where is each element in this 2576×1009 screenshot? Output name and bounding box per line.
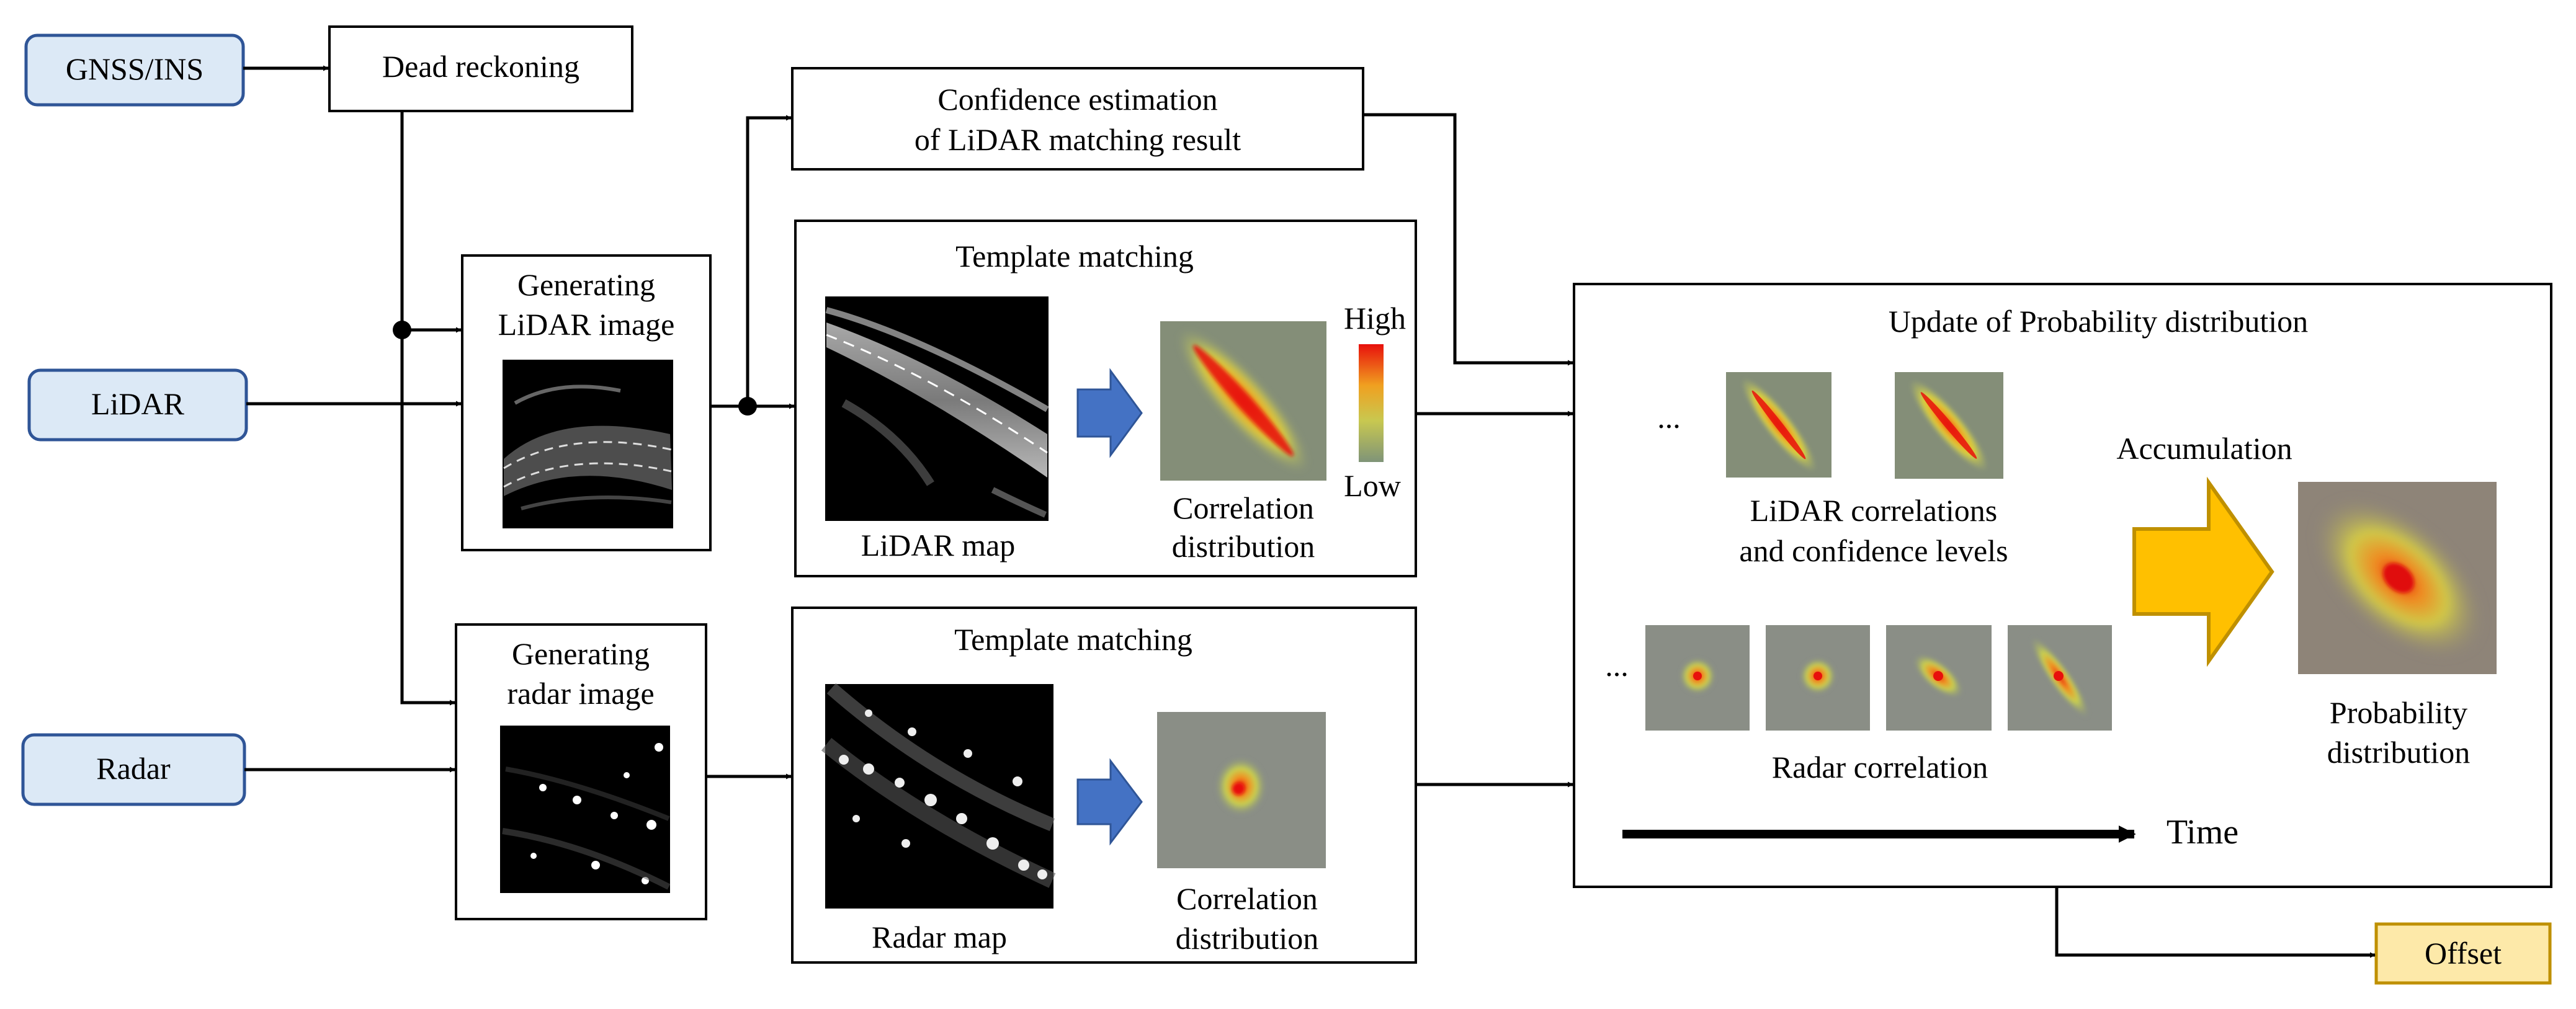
probability-update-box: Update of Probability distribution ... L… <box>1573 283 2552 888</box>
accumulation-arrow <box>2132 476 2274 667</box>
radar-ellipsis: ... <box>1605 648 1629 683</box>
lidar-input-box: LiDAR <box>27 368 248 442</box>
prob-dist-line1: Probability <box>2330 695 2467 730</box>
confidence-line2: of LiDAR matching result <box>915 122 1241 157</box>
radar-correlation-history-1 <box>1645 625 1750 731</box>
gen-lidar-line1: Generating <box>517 267 655 302</box>
lidar-branch-junction <box>738 397 757 416</box>
lidar-correlation-history-1 <box>1726 372 1831 478</box>
lidar-input-label: LiDAR <box>91 386 185 421</box>
gen-radar-line2: radar image <box>507 676 654 711</box>
lidar-history-line2: and confidence levels <box>1739 533 2008 568</box>
time-label: Time <box>2167 813 2238 851</box>
gen-radar-line1: Generating <box>512 636 650 671</box>
template-matching-lidar-box: Template matching LiDAR map Correlation … <box>794 220 1417 577</box>
radar-map-label: Radar map <box>872 920 1007 954</box>
lidar-corr-line1: Correlation <box>1173 491 1314 525</box>
confidence-estimation-box: Confidence estimation of LiDAR matching … <box>791 67 1364 171</box>
offset-box: Offset <box>2374 922 2552 985</box>
scale-low-label: Low <box>1344 468 1401 503</box>
generating-lidar-image-box: Generating LiDAR image <box>461 254 712 551</box>
tm-radar-title: Template matching <box>954 622 1192 657</box>
gnss-ins-box: GNSS/INS <box>24 33 245 107</box>
radar-map-image <box>821 683 1056 909</box>
lidar-map-image <box>825 296 1049 521</box>
lidar-ellipsis: ... <box>1657 400 1681 435</box>
template-matching-radar-box: Template matching Radar map Correlation … <box>791 607 1417 964</box>
accumulation-label: Accumulation <box>2116 431 2292 466</box>
probability-distribution-image <box>2298 482 2497 674</box>
correlation-color-scale: High Low <box>1344 301 1406 503</box>
radar-input-label: Radar <box>96 751 171 786</box>
lidar-history-line1: LiDAR correlations <box>1750 493 1998 528</box>
confidence-line1: Confidence estimation <box>937 82 1217 117</box>
radar-correlation-history-3 <box>1886 625 1992 731</box>
radar-image-thumbnail <box>500 726 671 893</box>
update-title: Update of Probability distribution <box>1889 304 2308 339</box>
lidar-matching-arrow <box>1076 368 1143 458</box>
offset-label: Offset <box>2425 936 2502 971</box>
dead-reckoning-junction <box>393 321 411 339</box>
radar-corr-line1: Correlation <box>1176 881 1318 916</box>
gen-lidar-line2: LiDAR image <box>498 307 675 342</box>
lidar-map-label: LiDAR map <box>861 528 1016 562</box>
gnss-ins-label: GNSS/INS <box>66 51 203 86</box>
radar-matching-arrow <box>1076 758 1143 846</box>
radar-input-box: Radar <box>21 733 246 806</box>
tm-lidar-title: Template matching <box>955 239 1194 273</box>
radar-correlation-image <box>1157 712 1326 868</box>
lidar-correlation-image <box>1160 321 1326 481</box>
generating-radar-image-box: Generating radar image <box>455 623 707 920</box>
lidar-correlation-history-2 <box>1895 372 2003 479</box>
radar-correlation-history-2 <box>1766 625 1870 731</box>
connectors <box>243 65 2376 958</box>
lidar-corr-line2: distribution <box>1172 529 1315 564</box>
radar-corr-line2: distribution <box>1176 921 1319 956</box>
dead-reckoning-label: Dead reckoning <box>382 49 579 84</box>
prob-dist-line2: distribution <box>2327 735 2471 770</box>
radar-history-label: Radar correlation <box>1772 750 1988 785</box>
radar-correlation-history-4 <box>2008 625 2112 731</box>
lidar-image-thumbnail <box>503 360 673 528</box>
dead-reckoning-box: Dead reckoning <box>328 25 633 112</box>
scale-high-label: High <box>1344 301 1406 336</box>
